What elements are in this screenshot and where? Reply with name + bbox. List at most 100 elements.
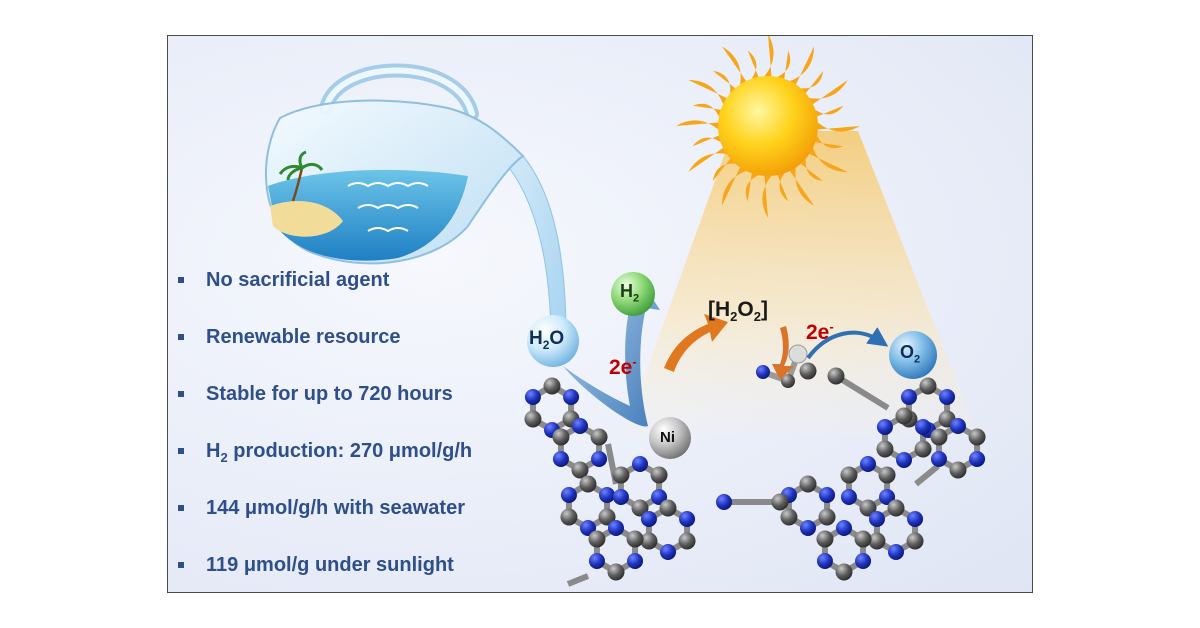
nitrogen-atom [819,487,836,503]
carbon-atom [659,499,677,517]
feature-text: production: 270 μmol/g/h [227,440,473,462]
carbon-atom [799,362,817,380]
o2-label-sub: 2 [914,353,921,366]
peroxide-sub2: 2 [753,309,761,325]
nitrogen-atom [836,520,852,536]
carbon-atom [579,475,597,493]
nitrogen-atom [679,511,696,527]
electron-right-sup: - [829,319,834,334]
peroxide-label: [H2O2] [708,298,768,324]
nitrogen-atom [632,456,648,472]
feature-item: Renewable resource [178,325,472,382]
feature-item: 119 μmol/g under sunlight [178,553,472,592]
nitrogen-atom [840,489,857,505]
nitrogen-atom [591,451,608,467]
nitrogen-atom [816,553,833,569]
sun-ray [809,147,848,172]
feature-subscript: 2 [220,450,228,465]
nitrogen-atom [900,389,917,405]
electron-label-right: 2e- [806,319,834,345]
h2-molecule-icon [611,272,655,316]
water-label-tail: O [549,328,565,349]
alcohol-to-o2-arrow [806,327,889,360]
sun-ray [815,135,844,149]
peroxide-sub1: 2 [730,309,738,325]
sun-ray [764,36,774,77]
electron-label-left: 2e- [609,354,637,380]
sun-ray [777,50,791,79]
nitrogen-atom [939,389,956,405]
sun-ray [789,46,814,85]
nitrogen-atom [888,544,904,560]
nitrogen-atom [588,553,605,569]
feature-text: 119 μmol/g under sunlight [206,554,454,576]
carbon-atom [631,499,649,517]
nitrogen-atom [572,418,588,434]
electron-left-base: 2e [609,356,633,379]
carbon-atom [598,508,616,526]
nitrogen-atom [563,389,580,405]
carbon-atom [906,532,924,550]
feature-item: Stable for up to 720 hours [178,382,472,439]
o2-molecule-icon [889,331,937,379]
bullet-square-icon [178,562,184,568]
nitrogen-atom [896,452,912,468]
water-molecule-icon [527,315,579,367]
nitrogen-atom [930,451,947,467]
sun-ray [817,122,860,132]
sun-ray [800,70,824,94]
carbon-atom [524,410,542,428]
peroxide-open: [H [708,298,731,321]
sun-ray [745,173,759,202]
o2-label: O2 [900,342,920,366]
carbon-atom [543,377,561,395]
nitrogen-atom [599,487,616,503]
carbon-atom [590,428,608,446]
carbon-atom [640,532,658,550]
nitrogen-atom [608,520,624,536]
sun-ray [688,147,727,172]
sun-icon [676,36,860,218]
peroxide-to-alcohol-arrow [772,326,794,380]
h2-label-sub: 2 [633,292,640,305]
water-label: H2O [529,328,564,352]
feature-text: No sacrificial agent [206,269,390,291]
nitrogen-atom [524,389,541,405]
benzyl-alcohol-molecule [756,344,808,388]
carbon-atom [818,508,836,526]
carbon-atom [876,440,894,458]
sun-ray [722,167,747,206]
bond [566,573,590,587]
water-label-sub: 2 [542,337,550,352]
bullet-square-icon [178,334,184,340]
sun-ray [809,80,848,105]
diagram-canvas [265,36,986,587]
feature-item: H2 production: 270 μmol/g/h [178,439,472,496]
nitrogen-atom [915,419,932,435]
feature-item: 144 μmol/g/h with seawater [178,496,472,553]
carbon-atom [678,532,696,550]
sun-ray [777,173,789,202]
nitrogen-atom [860,456,876,472]
carbon-atom [919,377,937,395]
pitcher-icon [265,63,525,265]
sun-ray [692,103,721,117]
carbon-atom [607,563,625,581]
carbon-atom [816,530,834,548]
bullet-square-icon [178,448,184,454]
sun-ray [815,105,844,117]
nitrogen-atom [640,511,657,527]
nitrogen-atom [855,553,872,569]
carbon-atom [650,466,668,484]
bullet-square-icon [178,277,184,283]
peroxide-mid: O [737,298,754,321]
nitrogen-atom [868,511,885,527]
sun-ray [762,175,772,218]
nitrogen-atom [907,511,924,527]
bullet-square-icon [178,505,184,511]
nitrogen-atom [560,487,577,503]
carbon-atom [840,466,858,484]
bond [834,373,890,411]
nitrogen-atom [627,553,644,569]
